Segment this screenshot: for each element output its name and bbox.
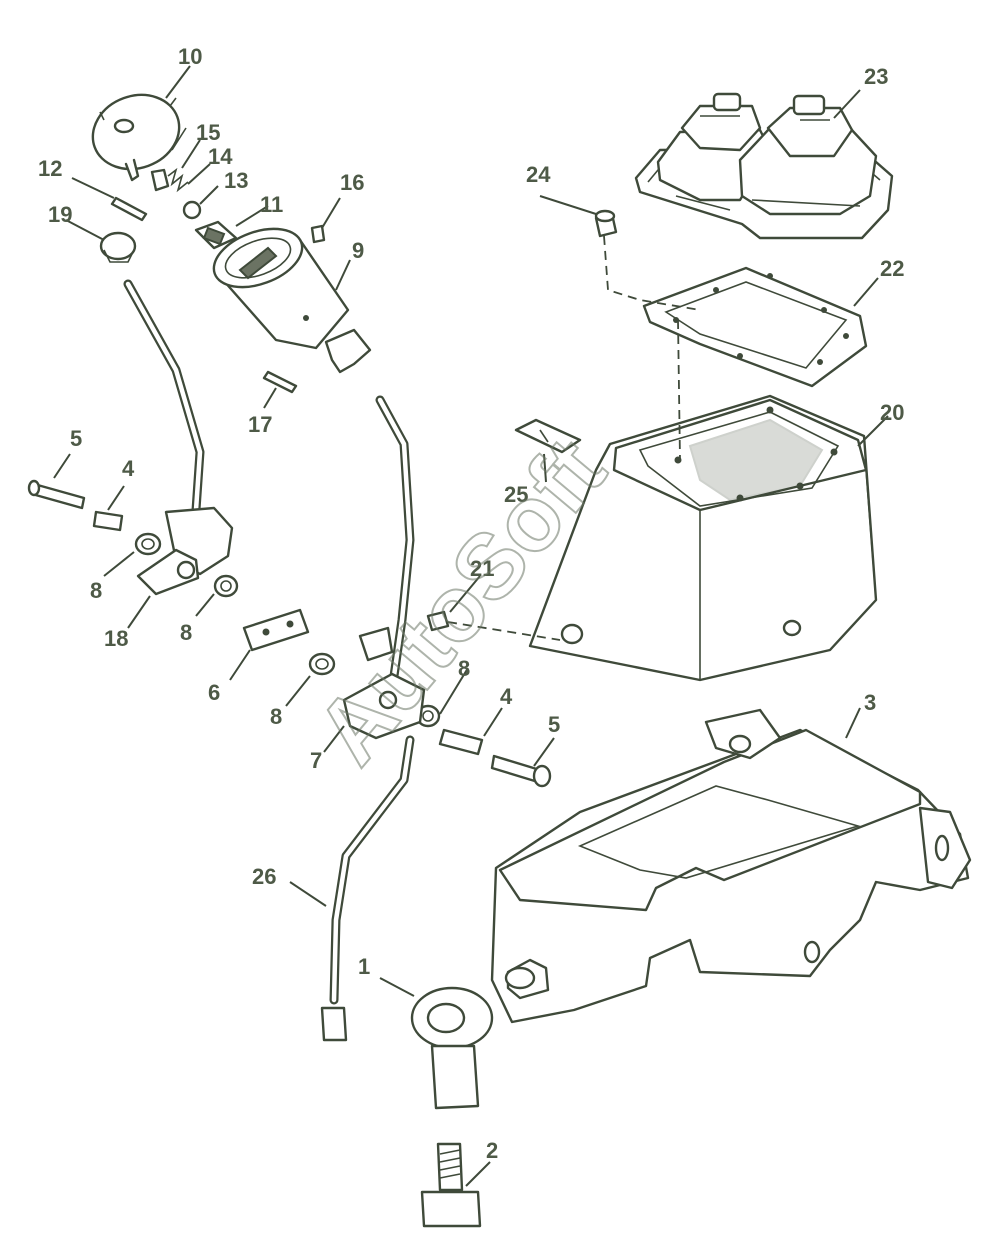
callout-9: 9 xyxy=(352,238,364,263)
part-26-rod xyxy=(320,735,415,1042)
callout-26: 26 xyxy=(252,864,276,889)
leader-lines xyxy=(53,65,889,1187)
part-23-shift-boot xyxy=(634,92,894,240)
part-13-ball xyxy=(182,200,202,220)
part-8-bushing-a xyxy=(134,532,162,556)
part-14-spring xyxy=(167,167,189,193)
part-9-tube xyxy=(212,227,372,374)
callout-7: 7 xyxy=(310,748,322,773)
callout-8-c: 8 xyxy=(270,704,282,729)
callout-15: 15 xyxy=(196,120,220,145)
callout-5-left: 5 xyxy=(70,426,82,451)
callout-24: 24 xyxy=(526,162,551,187)
callout-5-right: 5 xyxy=(548,712,560,737)
part-20-housing xyxy=(528,394,878,682)
callout-8-b: 8 xyxy=(180,620,192,645)
part-17-pin xyxy=(262,370,298,394)
callout-18: 18 xyxy=(104,626,128,651)
part-3-base-plate xyxy=(490,708,972,1024)
callout-14: 14 xyxy=(208,144,233,169)
callout-4-right: 4 xyxy=(500,684,513,709)
callout-22: 22 xyxy=(880,256,904,281)
part-6-block xyxy=(242,608,310,652)
part-8-bushing-b xyxy=(213,574,239,598)
part-4-sleeve-right xyxy=(438,728,484,756)
callout-10: 10 xyxy=(178,44,202,69)
part-10-knob xyxy=(91,93,187,182)
part-5-bolt-left xyxy=(27,479,86,510)
part-24-bolt xyxy=(594,209,618,238)
callout-11: 11 xyxy=(260,192,283,217)
part-25-clip xyxy=(514,418,582,454)
callout-19: 19 xyxy=(48,202,72,227)
callout-25: 25 xyxy=(504,482,528,507)
callout-6: 6 xyxy=(208,680,220,705)
part-8-bushing-c xyxy=(308,652,336,676)
callout-12: 12 xyxy=(38,156,62,181)
part-12-pin xyxy=(110,196,148,222)
part-4-sleeve-left xyxy=(92,510,124,532)
part-2-bolt xyxy=(420,1142,482,1228)
callout-8-d: 8 xyxy=(458,656,470,681)
callout-21: 21 xyxy=(470,556,494,581)
callout-4-left: 4 xyxy=(122,456,135,481)
part-15-spring-cap xyxy=(150,168,170,192)
part-16-screw xyxy=(310,224,326,244)
part-19-cap xyxy=(99,231,137,263)
callout-labels: 10 15 14 13 11 12 19 16 9 17 5 4 8 18 8 … xyxy=(38,44,904,1163)
part-1-rod-end xyxy=(410,986,494,1110)
part-18-left-lever xyxy=(123,279,234,596)
callout-17: 17 xyxy=(248,412,272,437)
part-22-gasket xyxy=(642,266,868,388)
callout-13: 13 xyxy=(224,168,248,193)
part-5-bolt-right xyxy=(490,754,552,788)
callout-8-a: 8 xyxy=(90,578,102,603)
part-21-bolt xyxy=(426,610,450,632)
assembly-lines xyxy=(447,235,701,641)
part-7-right-lever xyxy=(342,395,426,740)
callout-2: 2 xyxy=(486,1138,498,1163)
callout-23: 23 xyxy=(864,64,888,89)
callout-16: 16 xyxy=(340,170,364,195)
part-11-latch xyxy=(194,220,238,250)
callout-1: 1 xyxy=(358,954,370,979)
callout-20: 20 xyxy=(880,400,904,425)
callout-3: 3 xyxy=(864,690,876,715)
